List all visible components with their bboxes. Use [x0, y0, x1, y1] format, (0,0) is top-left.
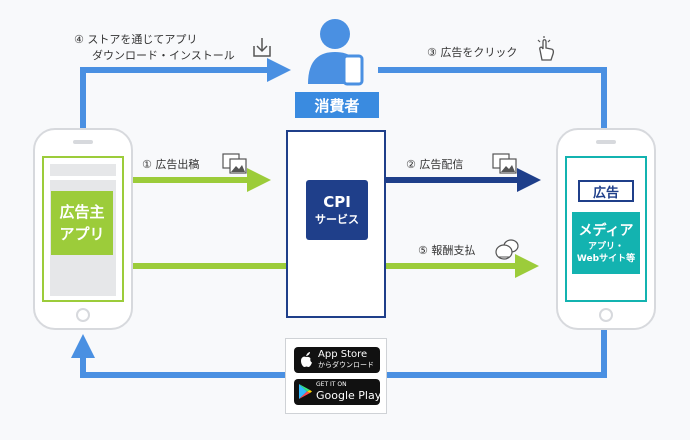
- media-sub-line2: Webサイト等: [576, 254, 636, 264]
- step3-label: ③ 広告をクリック: [427, 46, 518, 59]
- google-play-logo-icon: [299, 384, 312, 399]
- advertiser-label: 広告主 アプリ: [51, 191, 113, 255]
- cpi-service-line2: サービス: [315, 213, 359, 226]
- media-label: メディア アプリ・ Webサイト等: [572, 212, 640, 274]
- cpi-service-label: CPI サービス: [306, 180, 368, 240]
- step4-label-line2: ダウンロード・インストール: [92, 49, 235, 62]
- cpi-service-line1: CPI: [323, 193, 351, 211]
- download-icon: [253, 38, 271, 57]
- phone-home-button: [76, 308, 90, 322]
- ad-image-icon: [492, 153, 517, 174]
- ad-image-icon: [222, 153, 247, 174]
- phone-speaker: [596, 140, 616, 144]
- app-store-subtitle: からダウンロード: [318, 361, 374, 369]
- consumer-label: 消費者: [295, 92, 379, 118]
- step5-label: ⑤ 報酬支払: [418, 244, 476, 257]
- step1-label: ① 広告出稿: [142, 158, 200, 171]
- step4-label-line1: ④ ストアを通じてアプリ: [74, 33, 198, 46]
- app-store-title: App Store: [318, 349, 368, 360]
- google-play-subtitle: GET IT ON: [316, 381, 347, 388]
- advertiser-label-line1: 広告主: [59, 203, 105, 221]
- cpi-service-frame: [286, 130, 386, 318]
- apple-logo-icon: [301, 352, 312, 367]
- media-title: メディア: [578, 223, 634, 239]
- media-sub-line1: アプリ・: [587, 242, 624, 252]
- phone-speaker: [73, 140, 93, 144]
- phone-home-button: [599, 308, 613, 322]
- app-store-badge[interactable]: App Store からダウンロード: [294, 347, 380, 373]
- person-with-phone-icon: [308, 19, 364, 86]
- tap-hand-icon: [537, 36, 555, 61]
- advertiser-label-line2: アプリ: [59, 225, 105, 243]
- step2-label: ② 広告配信: [406, 158, 464, 171]
- coins-icon: [495, 239, 519, 260]
- media-ad-label: 広告: [578, 180, 634, 202]
- google-play-title: Google Play: [316, 389, 382, 402]
- google-play-badge[interactable]: GET IT ON Google Play: [294, 379, 382, 405]
- arrow-step4: [80, 58, 291, 128]
